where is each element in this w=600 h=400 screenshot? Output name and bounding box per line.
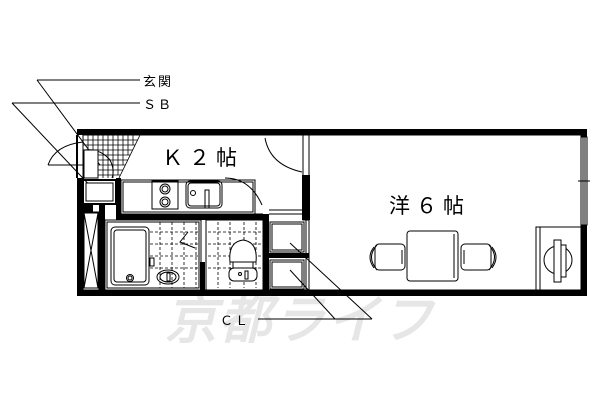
table [406, 230, 459, 282]
washing-machine-space [535, 226, 582, 291]
entry-door [83, 149, 99, 179]
room-label-kitchen: Ｋ２帖 [162, 146, 243, 170]
bathtub [110, 226, 150, 286]
room-label-western: 洋６帖 [389, 194, 470, 218]
toilet [229, 239, 257, 263]
washbasin [156, 269, 180, 285]
callout-leaders [11, 79, 373, 320]
closets [269, 220, 310, 290]
chair-right [460, 243, 492, 271]
label-shoe-box: ＳＢ [143, 98, 174, 113]
watermark: 京都ライフ [165, 291, 436, 351]
stove [151, 180, 179, 210]
label-entrance: 玄関 [143, 75, 174, 90]
window-right [578, 136, 590, 226]
sink [185, 180, 223, 209]
faucet [179, 231, 196, 249]
outer-door-arc [47, 141, 84, 166]
toilet-room [205, 219, 264, 291]
kitchen-door-swing [224, 177, 263, 206]
label-closet: ＣＬ [220, 314, 251, 329]
exterior-walls [77, 129, 587, 296]
kitchen-counter [120, 179, 256, 215]
dining-set [369, 230, 497, 282]
chair-left [374, 243, 406, 271]
bathroom [104, 219, 202, 291]
storage-cabinet [83, 212, 99, 289]
room-door-swing [264, 137, 303, 173]
toilet-tank [228, 267, 258, 282]
